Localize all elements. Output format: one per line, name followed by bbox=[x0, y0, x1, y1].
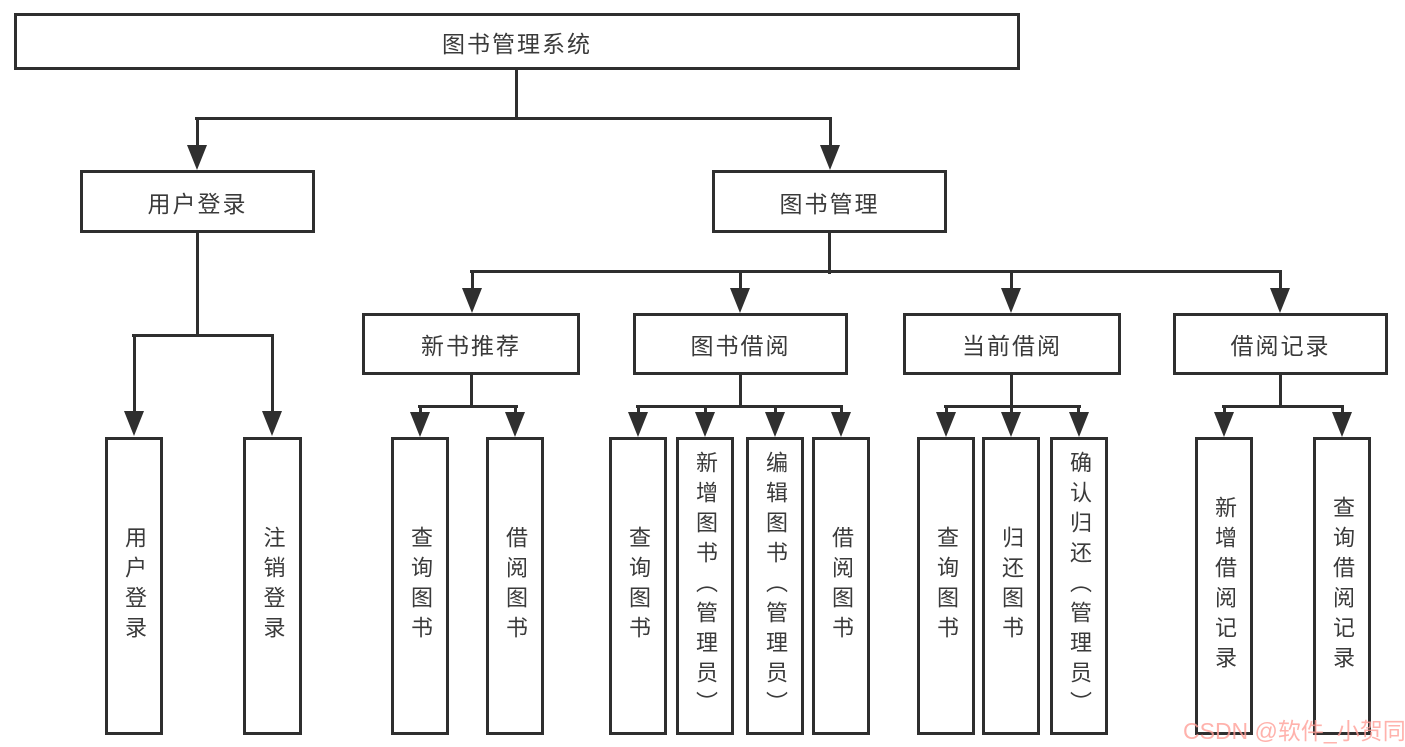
leaf-add-books-admin: 新增图书（管理员） bbox=[676, 437, 734, 735]
connector-arrowhead bbox=[820, 145, 840, 170]
connector-line bbox=[515, 69, 518, 120]
node-borrow-records-label: 借阅记录 bbox=[1230, 333, 1331, 359]
connector-arrowhead bbox=[462, 288, 482, 313]
connector-line bbox=[1010, 375, 1013, 408]
leaf-user-login: 用户登录 bbox=[105, 437, 163, 735]
connector-line bbox=[271, 334, 274, 414]
node-user-login: 用户登录 bbox=[80, 170, 315, 233]
node-current-borrow: 当前借阅 bbox=[903, 313, 1121, 375]
connector-arrowhead bbox=[831, 412, 851, 437]
node-borrow-records: 借阅记录 bbox=[1173, 313, 1388, 375]
leaf-query-borrow-record: 查询借阅记录 bbox=[1313, 437, 1371, 735]
connector-arrowhead bbox=[124, 411, 144, 436]
leaf-borrow-books-a-label: 借阅图书 bbox=[503, 526, 528, 646]
leaf-borrow-books-b: 借阅图书 bbox=[812, 437, 870, 735]
connector-line bbox=[132, 334, 274, 337]
connector-line bbox=[419, 405, 422, 417]
connector-line bbox=[636, 405, 843, 408]
connector-line bbox=[774, 405, 777, 417]
leaf-user-login-label: 用户登录 bbox=[122, 526, 147, 646]
leaf-query-books-b: 查询图书 bbox=[609, 437, 667, 735]
leaf-query-borrow-record-label: 查询借阅记录 bbox=[1330, 496, 1355, 676]
node-current-borrow-label: 当前借阅 bbox=[962, 333, 1062, 359]
leaf-query-books-a-label: 查询图书 bbox=[408, 526, 433, 646]
connector-arrowhead bbox=[410, 412, 430, 437]
node-new-book-recommend: 新书推荐 bbox=[362, 313, 580, 375]
connector-arrowhead bbox=[1332, 412, 1352, 437]
connector-line bbox=[739, 270, 742, 292]
leaf-query-books-c-label: 查询图书 bbox=[934, 526, 959, 646]
csdn-watermark: CSDN @软件_小贺同学 bbox=[1183, 718, 1405, 744]
connector-line bbox=[1010, 405, 1013, 417]
node-root: 图书管理系统 bbox=[14, 13, 1020, 70]
leaf-borrow-books-a: 借阅图书 bbox=[486, 437, 544, 735]
connector-line bbox=[1279, 270, 1282, 292]
connector-arrowhead bbox=[936, 412, 956, 437]
connector-line bbox=[1279, 375, 1282, 408]
connector-line bbox=[945, 405, 948, 417]
connector-arrowhead bbox=[1001, 412, 1021, 437]
connector-line bbox=[196, 233, 199, 337]
connector-arrowhead bbox=[1270, 288, 1290, 313]
connector-arrowhead bbox=[765, 412, 785, 437]
connector-arrowhead bbox=[628, 412, 648, 437]
leaf-query-books-c: 查询图书 bbox=[917, 437, 975, 735]
node-root-label: 图书管理系统 bbox=[442, 30, 592, 57]
leaf-add-borrow-record: 新增借阅记录 bbox=[1195, 437, 1253, 735]
leaf-logout: 注销登录 bbox=[243, 437, 302, 735]
connector-line bbox=[704, 405, 707, 417]
connector-arrowhead bbox=[730, 288, 750, 313]
connector-line bbox=[1222, 405, 1344, 408]
leaf-return-books: 归还图书 bbox=[982, 437, 1040, 735]
connector-line bbox=[133, 334, 136, 414]
connector-line bbox=[1223, 405, 1226, 417]
connector-line bbox=[637, 405, 640, 417]
connector-arrowhead bbox=[695, 412, 715, 437]
connector-line bbox=[829, 117, 832, 148]
connector-line bbox=[1010, 270, 1013, 292]
leaf-logout-label: 注销登录 bbox=[260, 526, 286, 646]
connector-arrowhead bbox=[187, 145, 207, 170]
node-book-management-label: 图书管理 bbox=[779, 190, 880, 217]
leaf-edit-books-admin-label: 编辑图书（管理员） bbox=[763, 451, 788, 721]
connector-line bbox=[196, 117, 199, 148]
leaf-query-books-b-label: 查询图书 bbox=[626, 526, 651, 646]
connector-line bbox=[418, 405, 518, 408]
connector-line bbox=[470, 270, 1282, 273]
leaf-add-borrow-record-label: 新增借阅记录 bbox=[1212, 496, 1237, 676]
connector-line bbox=[471, 270, 474, 292]
leaf-borrow-books-b-label: 借阅图书 bbox=[829, 526, 854, 646]
node-book-borrow: 图书借阅 bbox=[633, 313, 848, 375]
connector-line bbox=[1077, 405, 1080, 417]
node-new-book-recommend-label: 新书推荐 bbox=[421, 333, 521, 359]
connector-arrowhead bbox=[1001, 288, 1021, 313]
connector-line bbox=[739, 375, 742, 408]
connector-line bbox=[1341, 405, 1344, 417]
leaf-return-books-label: 归还图书 bbox=[999, 526, 1024, 646]
connector-arrowhead bbox=[505, 412, 525, 437]
connector-arrowhead bbox=[1214, 412, 1234, 437]
node-user-login-label: 用户登录 bbox=[147, 190, 248, 217]
leaf-add-books-admin-label: 新增图书（管理员） bbox=[693, 451, 718, 721]
connector-line bbox=[840, 405, 843, 417]
node-book-management: 图书管理 bbox=[712, 170, 947, 233]
connector-arrowhead bbox=[262, 411, 282, 436]
leaf-confirm-return-admin-label: 确认归还（管理员） bbox=[1067, 451, 1092, 721]
node-book-borrow-label: 图书借阅 bbox=[690, 333, 791, 359]
leaf-query-books-a: 查询图书 bbox=[391, 437, 449, 735]
connector-line bbox=[195, 117, 832, 120]
connector-line bbox=[514, 405, 517, 417]
leaf-edit-books-admin: 编辑图书（管理员） bbox=[746, 437, 804, 735]
connector-line bbox=[470, 375, 473, 408]
connector-arrowhead bbox=[1069, 412, 1089, 437]
connector-line bbox=[828, 233, 831, 274]
leaf-confirm-return-admin: 确认归还（管理员） bbox=[1050, 437, 1108, 735]
